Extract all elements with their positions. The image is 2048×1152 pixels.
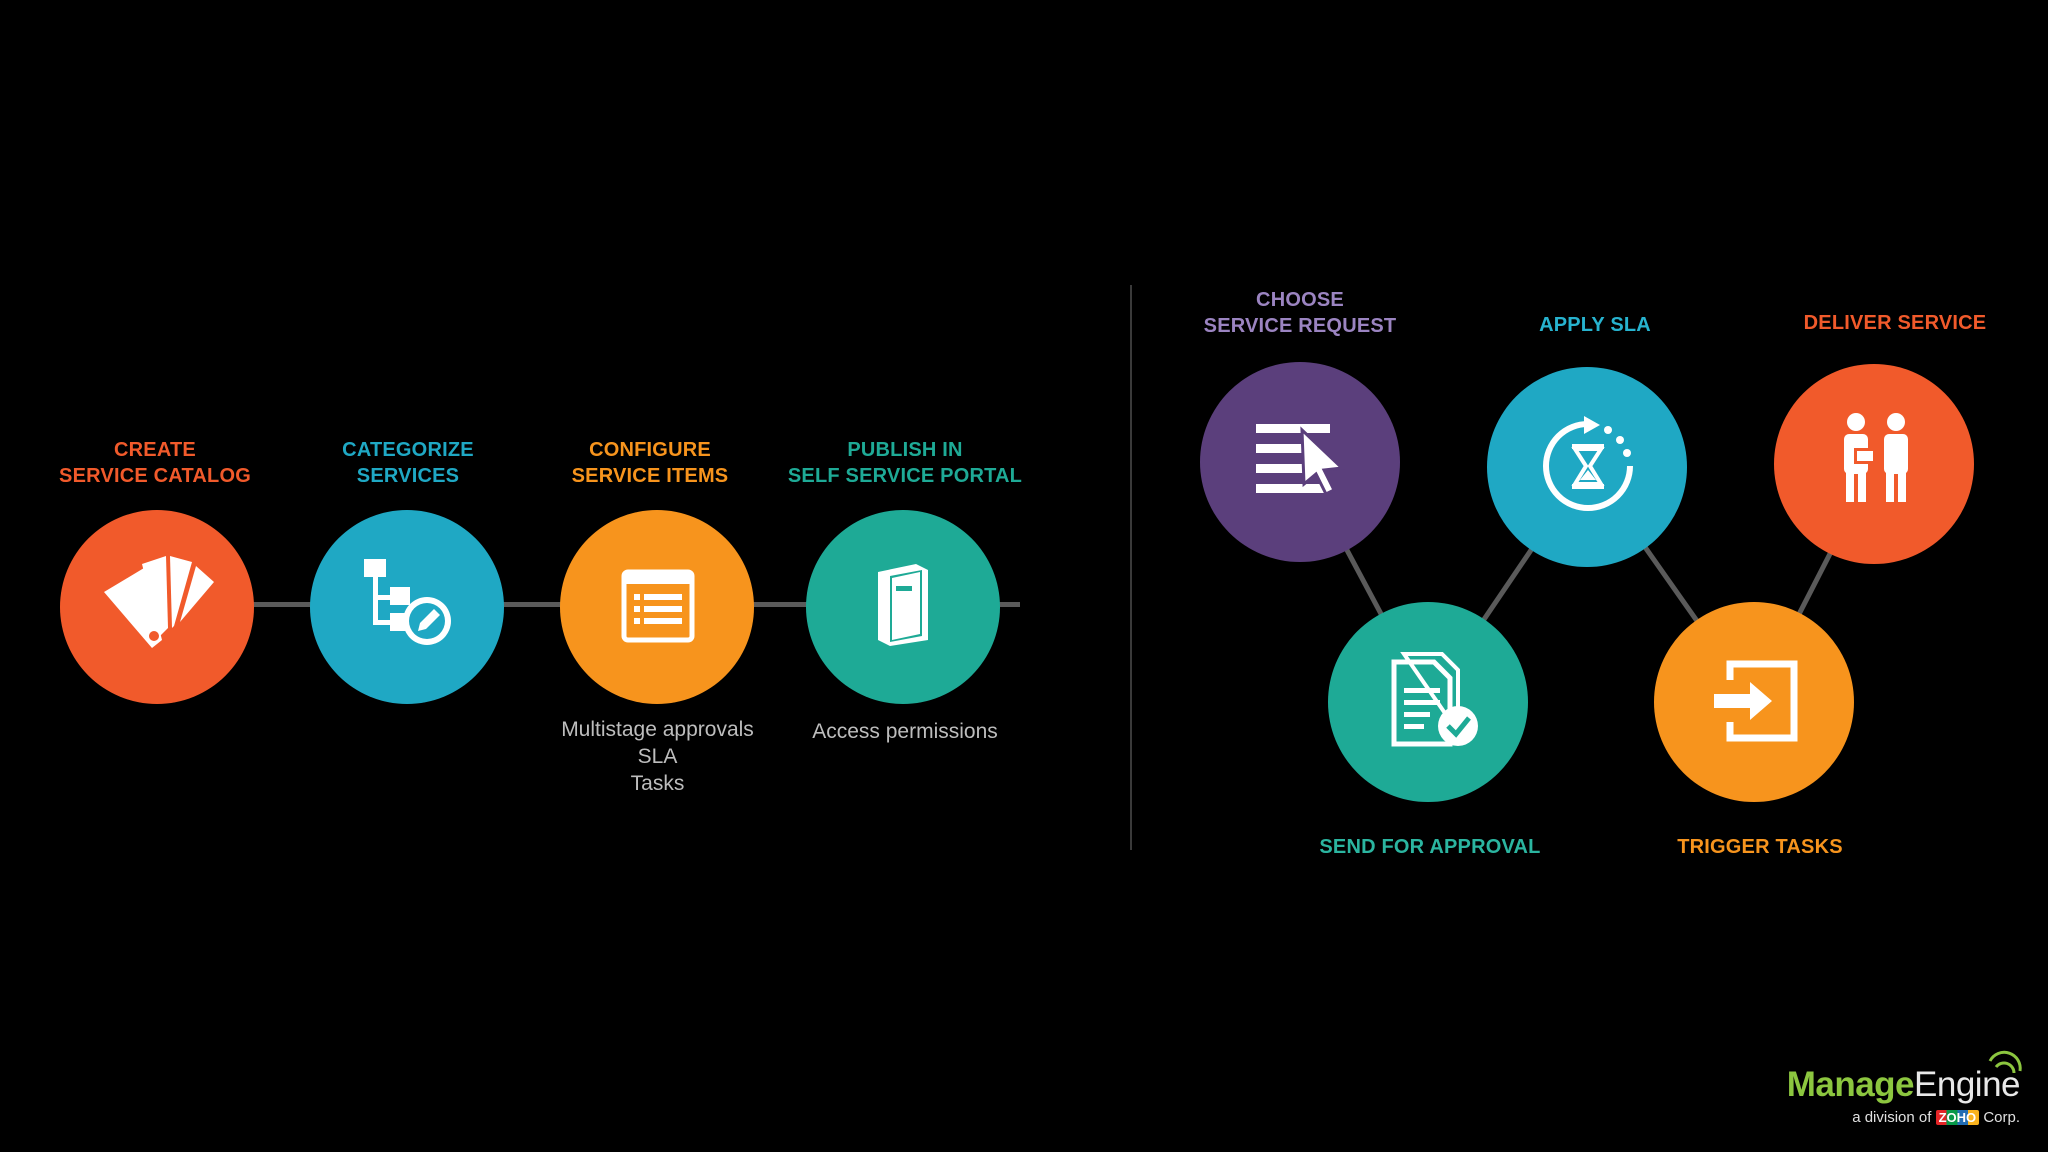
brand-name: ManageEngine xyxy=(1786,1065,2021,1104)
menu-cursor-icon xyxy=(1256,424,1346,497)
step-publish-portal-details: Access permissions xyxy=(812,720,998,743)
step-apply-sla-label: APPLY SLA xyxy=(1539,314,1651,336)
step-deliver-service-label: DELIVER SERVICE xyxy=(1803,312,1987,334)
zoho-logo: ZOHO xyxy=(1935,1110,1980,1125)
book-icon xyxy=(878,564,928,646)
enter-arrow-icon xyxy=(1714,660,1798,742)
step-send-for-approval-label: SEND FOR APPROVAL xyxy=(1319,836,1541,858)
hourglass-timer-icon xyxy=(1543,416,1633,511)
category-tree-icon xyxy=(364,559,451,645)
form-list-icon xyxy=(621,569,695,643)
step-configure-service-items-details: Multistage approvals SLA Tasks xyxy=(561,718,754,795)
step-trigger-tasks-label: TRIGGER TASKS xyxy=(1677,836,1843,858)
catalog-fan-icon xyxy=(104,556,214,648)
logo-arc-icon xyxy=(1988,1050,2022,1074)
brand-division: a division of ZOHO Corp. xyxy=(1852,1109,2020,1126)
step-choose-service-request-circle xyxy=(1200,362,1400,562)
handover-people-icon xyxy=(1844,413,1908,502)
section-divider xyxy=(1130,285,1132,850)
step-categorize-services-circle xyxy=(310,510,504,704)
manageengine-logo: ManageEngine a division of ZOHO Corp. xyxy=(1786,1050,2022,1126)
document-check-icon xyxy=(1391,652,1478,747)
